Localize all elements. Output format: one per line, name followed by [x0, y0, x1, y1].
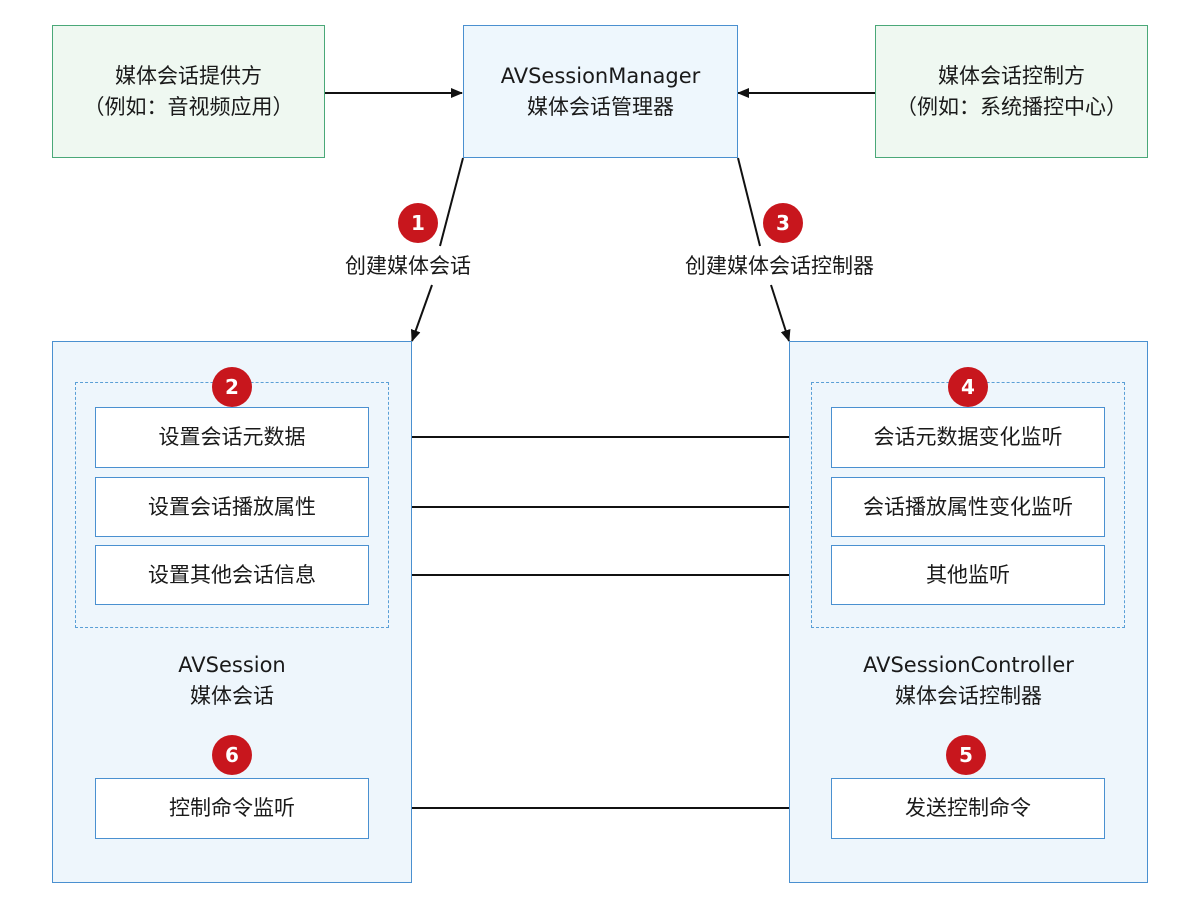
- avsession-title: AVSession 媒体会话: [52, 648, 412, 714]
- command-listener-box: 控制命令监听: [95, 778, 369, 839]
- manager-title: AVSessionManager: [500, 63, 701, 88]
- step-badge-4: 4: [948, 367, 988, 407]
- step-label-create-session: 创建媒体会话: [345, 254, 471, 278]
- metadata-listener-box: 会话元数据变化监听: [831, 407, 1105, 468]
- arrow-create-controller-bottom: [770, 284, 791, 342]
- send-command-box: 发送控制命令: [831, 778, 1105, 839]
- step-label-create-controller: 创建媒体会话控制器: [685, 254, 874, 278]
- step-badge-1: 1: [398, 203, 438, 243]
- set-other-info-box: 设置其他会话信息: [95, 545, 369, 605]
- step-badge-2: 2: [212, 367, 252, 407]
- controller-side-title: 媒体会话控制方: [938, 63, 1085, 88]
- provider-title: 媒体会话提供方: [115, 63, 262, 88]
- avsessioncontroller-title: AVSessionController 媒体会话控制器: [789, 648, 1148, 714]
- set-metadata-box: 设置会话元数据: [95, 407, 369, 468]
- avsessioncontroller-title-en: AVSessionController: [863, 653, 1074, 677]
- avsessioncontroller-title-cn: 媒体会话控制器: [895, 684, 1042, 708]
- avsession-title-en: AVSession: [178, 653, 286, 677]
- avsession-title-cn: 媒体会话: [190, 684, 274, 708]
- provider-box: 媒体会话提供方 （例如：音视频应用）: [52, 25, 325, 158]
- arrow-create-session-bottom: [410, 284, 433, 342]
- set-playback-state-box: 设置会话播放属性: [95, 477, 369, 537]
- line-create-session-top: [439, 157, 464, 247]
- manager-subtitle: 媒体会话管理器: [527, 94, 674, 119]
- playback-listener-box: 会话播放属性变化监听: [831, 477, 1105, 537]
- controller-side-box: 媒体会话控制方 （例如：系统播控中心）: [875, 25, 1148, 158]
- provider-example: （例如：音视频应用）: [83, 94, 294, 119]
- step-badge-5: 5: [946, 735, 986, 775]
- step-badge-6: 6: [212, 735, 252, 775]
- manager-box: AVSessionManager 媒体会话管理器: [463, 25, 738, 158]
- line-create-controller-top: [737, 157, 761, 247]
- other-listener-box: 其他监听: [831, 545, 1105, 605]
- step-badge-3: 3: [763, 203, 803, 243]
- controller-side-example: （例如：系统播控中心）: [896, 94, 1127, 119]
